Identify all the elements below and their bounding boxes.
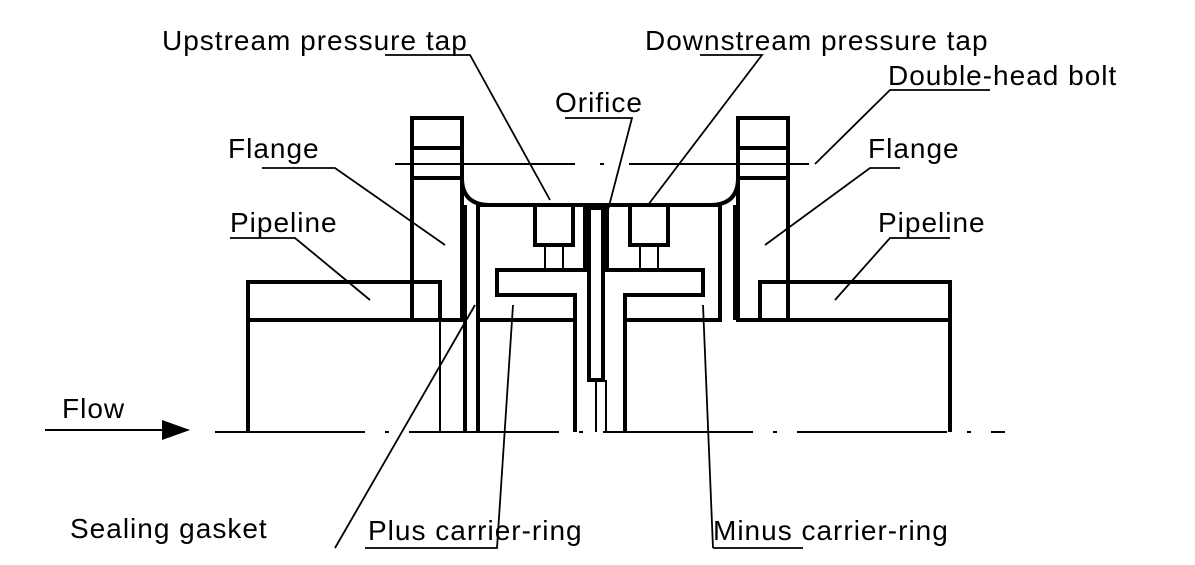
plus-carrier-ring	[476, 203, 587, 432]
label-flange-right: Flange	[868, 133, 960, 164]
orifice-plate	[587, 206, 607, 432]
label-pipeline-left: Pipeline	[230, 207, 338, 238]
label-flow: Flow	[62, 393, 125, 424]
label-downstream-pressure-tap: Downstream pressure tap	[645, 25, 989, 56]
label-pipeline-right: Pipeline	[878, 207, 986, 238]
label-upstream-pressure-tap: Upstream pressure tap	[162, 25, 468, 56]
sealing-gasket	[463, 205, 737, 432]
flange-left	[410, 116, 464, 322]
flange-right	[736, 116, 790, 322]
leader-lines	[230, 54, 990, 549]
label-double-head-bolt: Double-head bolt	[888, 60, 1117, 91]
pipeline-right	[758, 280, 952, 432]
label-plus-carrier-ring: Plus carrier-ring	[368, 515, 583, 546]
label-minus-carrier-ring: Minus carrier-ring	[713, 515, 949, 546]
double-head-bolt	[460, 177, 740, 207]
label-sealing-gasket: Sealing gasket	[70, 513, 268, 544]
minus-carrier-ring	[605, 203, 722, 432]
label-orifice: Orifice	[555, 87, 643, 118]
pipeline-left	[246, 280, 442, 432]
label-flange-left: Flange	[228, 133, 320, 164]
